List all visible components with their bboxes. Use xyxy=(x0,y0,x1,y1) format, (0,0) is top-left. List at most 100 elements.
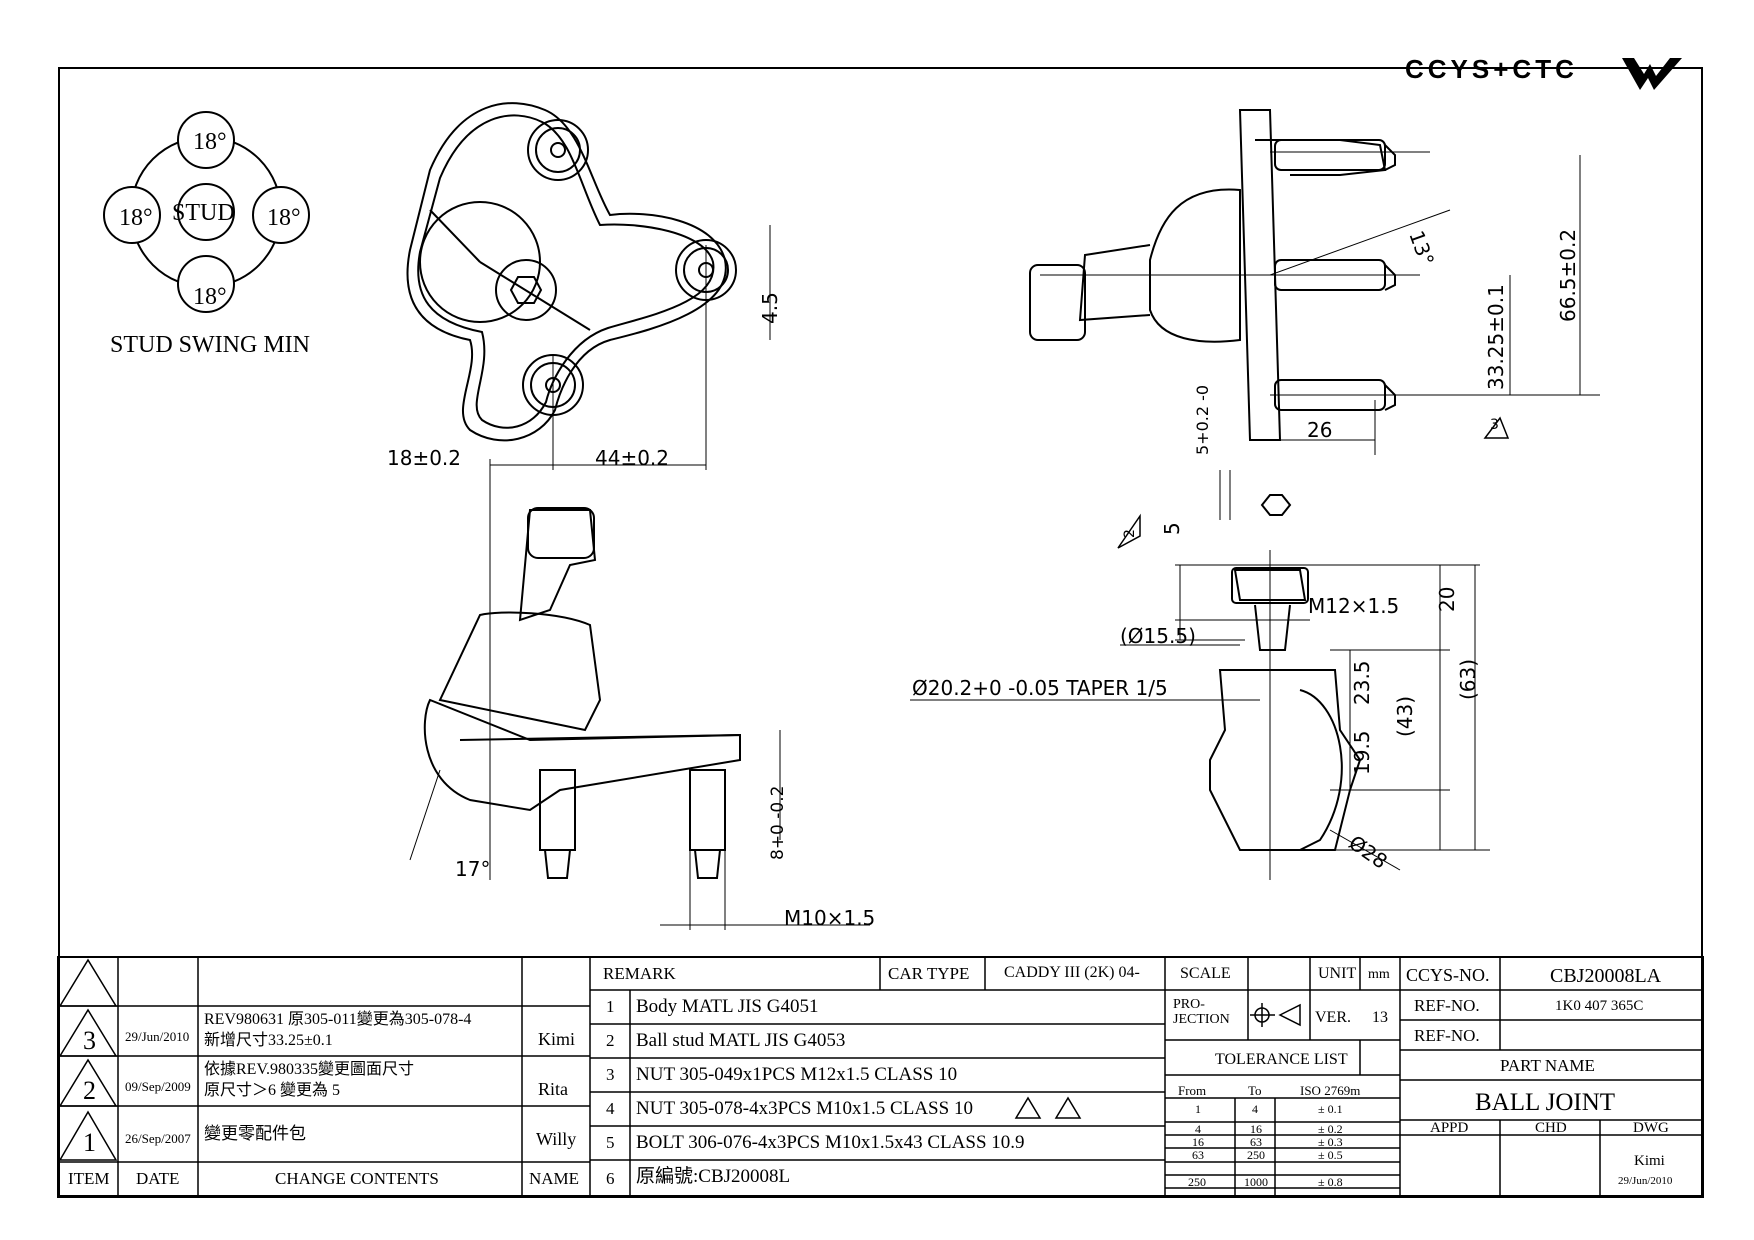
tol-row-5-tol: ± 0.8 xyxy=(1318,1175,1343,1189)
swing-left: 18° xyxy=(119,205,153,231)
car-type-label: CAR TYPE xyxy=(888,964,970,983)
remark-text-4: NUT 305-078-4x3PCS M10x1.5 CLASS 10 xyxy=(636,1098,973,1119)
ccys-value: CBJ20008LA xyxy=(1550,965,1662,987)
tol-row-5-to: 1000 xyxy=(1244,1175,1268,1189)
dim-26: 26 xyxy=(1307,418,1333,442)
tol-row-1-from: 1 xyxy=(1195,1102,1201,1116)
rev-content-2b: 原尺寸＞6 變更為 5 xyxy=(204,1082,341,1099)
dim-8: 8+0 -0.2 xyxy=(768,785,788,860)
ref-value: 1K0 407 365C xyxy=(1555,998,1644,1014)
dim-23-5: 23.5 xyxy=(1350,660,1374,705)
dim-44: 44±0.2 xyxy=(595,446,670,470)
tol-row-4-to: 250 xyxy=(1247,1148,1265,1162)
rev-item-3: 3 xyxy=(83,1026,96,1055)
rev-name-2: Rita xyxy=(538,1079,568,1099)
dim-20: 20 xyxy=(1435,586,1459,612)
remark-text-6: 原編號:CBJ20008L xyxy=(636,1166,791,1187)
rev-date-2: 09/Sep/2009 xyxy=(125,1079,191,1094)
appd-label: APPD xyxy=(1430,1120,1469,1136)
car-type-value: CADDY III (2K) 04- xyxy=(1004,964,1140,981)
dim-m10: M10×1.5 xyxy=(784,906,876,930)
remark-text-2: Ball stud MATL JIS G4053 xyxy=(636,1030,846,1051)
drawer-name: Kimi xyxy=(1634,1153,1665,1169)
dim-17deg: 17° xyxy=(455,857,491,881)
projection-label: PRO- JECTION xyxy=(1173,997,1230,1027)
remark-no-3: 3 xyxy=(606,1065,615,1084)
ccys-label: CCYS-NO. xyxy=(1406,965,1490,985)
rev-header-date: DATE xyxy=(136,1169,180,1188)
rev-header-name: NAME xyxy=(529,1169,580,1188)
remark-text-1: Body MATL JIS G4051 xyxy=(636,996,819,1017)
tol-row-3-from: 16 xyxy=(1192,1135,1204,1149)
remark-no-2: 2 xyxy=(606,1031,615,1050)
logo-text: CCYS+CTC xyxy=(1405,54,1578,84)
dim-m12: M12×1.5 xyxy=(1308,594,1400,618)
tol-row-5-from: 250 xyxy=(1188,1175,1206,1189)
swing-bottom: 18° xyxy=(193,284,227,310)
rev-date-3: 29/Jun/2010 xyxy=(125,1029,190,1044)
remark-no-6: 6 xyxy=(606,1169,615,1188)
remark-no-5: 5 xyxy=(606,1133,615,1152)
tol-to-header: To xyxy=(1248,1083,1262,1098)
tol-row-4-from: 63 xyxy=(1192,1148,1204,1162)
tol-row-3-tol: ± 0.3 xyxy=(1318,1135,1343,1149)
remark-text-5: BOLT 306-076-4x3PCS M10x1.5x43 CLASS 10.… xyxy=(636,1132,1025,1153)
tol-iso-header: ISO 2769m xyxy=(1300,1083,1361,1098)
dim-15-5: (Ø15.5) xyxy=(1120,624,1196,648)
ver-value: 13 xyxy=(1372,1009,1388,1026)
unit-label: UNIT xyxy=(1318,965,1357,982)
chd-label: CHD xyxy=(1535,1120,1567,1136)
dim-19-5: 19.5 xyxy=(1350,730,1374,775)
unit-value: mm xyxy=(1368,967,1390,982)
part-name-label: PART NAME xyxy=(1500,1056,1595,1075)
remark-text-3: NUT 305-049x1PCS M12x1.5 CLASS 10 xyxy=(636,1064,958,1085)
rev-item-2: 2 xyxy=(83,1076,96,1105)
swing-center: STUD xyxy=(172,200,235,226)
dim-4-5: 4.5 xyxy=(758,292,782,324)
remark-no-4: 4 xyxy=(606,1099,615,1118)
logo-mark-icon xyxy=(1622,58,1682,90)
rev-content-3b: 新增尺寸33.25±0.1 xyxy=(204,1032,333,1049)
tol-row-1-tol: ± 0.1 xyxy=(1318,1102,1343,1116)
dim-66-5: 66.5±0.2 xyxy=(1556,228,1580,322)
dim-18: 18±0.2 xyxy=(387,446,462,470)
ver-label: VER. xyxy=(1315,1009,1351,1026)
swing-right: 18° xyxy=(267,205,301,231)
rev-date-1: 26/Sep/2007 xyxy=(125,1131,191,1146)
tol-row-2-from: 4 xyxy=(1195,1122,1201,1136)
scale-label: SCALE xyxy=(1180,965,1231,982)
dwg-label: DWG xyxy=(1633,1120,1669,1136)
dim-taper: Ø20.2+0 -0.05 TAPER 1/5 xyxy=(912,676,1168,700)
drawing-date: 29/Jun/2010 xyxy=(1618,1175,1673,1187)
logo: CCYS+CTC xyxy=(1405,50,1685,92)
remark-label: REMARK xyxy=(603,964,676,983)
rev-name-3: Kimi xyxy=(538,1029,576,1049)
dim-43: (43) xyxy=(1393,695,1417,737)
dim-5-tol: 5+0.2 -0 xyxy=(1193,384,1212,455)
tol-row-3-to: 63 xyxy=(1250,1135,1262,1149)
tol-row-2-tol: ± 0.2 xyxy=(1318,1122,1343,1136)
tol-from-header: From xyxy=(1178,1083,1207,1098)
tol-row-2-to: 16 xyxy=(1250,1122,1262,1136)
dim-33-25: 33.25±0.1 xyxy=(1484,284,1508,390)
dim-5: 5 xyxy=(1160,522,1184,535)
tol-row-4-tol: ± 0.5 xyxy=(1318,1148,1343,1162)
remark-no-1: 1 xyxy=(606,997,615,1016)
tol-row-1-to: 4 xyxy=(1252,1102,1258,1116)
ref2-label: REF-NO. xyxy=(1414,1026,1480,1045)
rev-header-item: ITEM xyxy=(68,1169,110,1188)
part-name-value: BALL JOINT xyxy=(1475,1089,1616,1116)
tri-2-label: 2 xyxy=(1122,529,1138,538)
tri-3-label: 3 xyxy=(1490,417,1499,433)
rev-name-1: Willy xyxy=(536,1129,577,1149)
swing-title: STUD SWING MIN xyxy=(110,332,310,358)
rev-content-3a: REV980631 原305-011變更為305-078-4 xyxy=(204,1011,472,1028)
ref-label: REF-NO. xyxy=(1414,996,1480,1015)
rev-header-content: CHANGE CONTENTS xyxy=(275,1169,439,1188)
dim-63: (63) xyxy=(1456,658,1480,700)
rev-content-1a: 變更零配件包 xyxy=(204,1124,306,1143)
swing-top: 18° xyxy=(193,129,227,155)
rev-content-2a: 依據REV.980335變更圖面尺寸 xyxy=(204,1061,414,1078)
rev-item-1: 1 xyxy=(83,1128,96,1157)
